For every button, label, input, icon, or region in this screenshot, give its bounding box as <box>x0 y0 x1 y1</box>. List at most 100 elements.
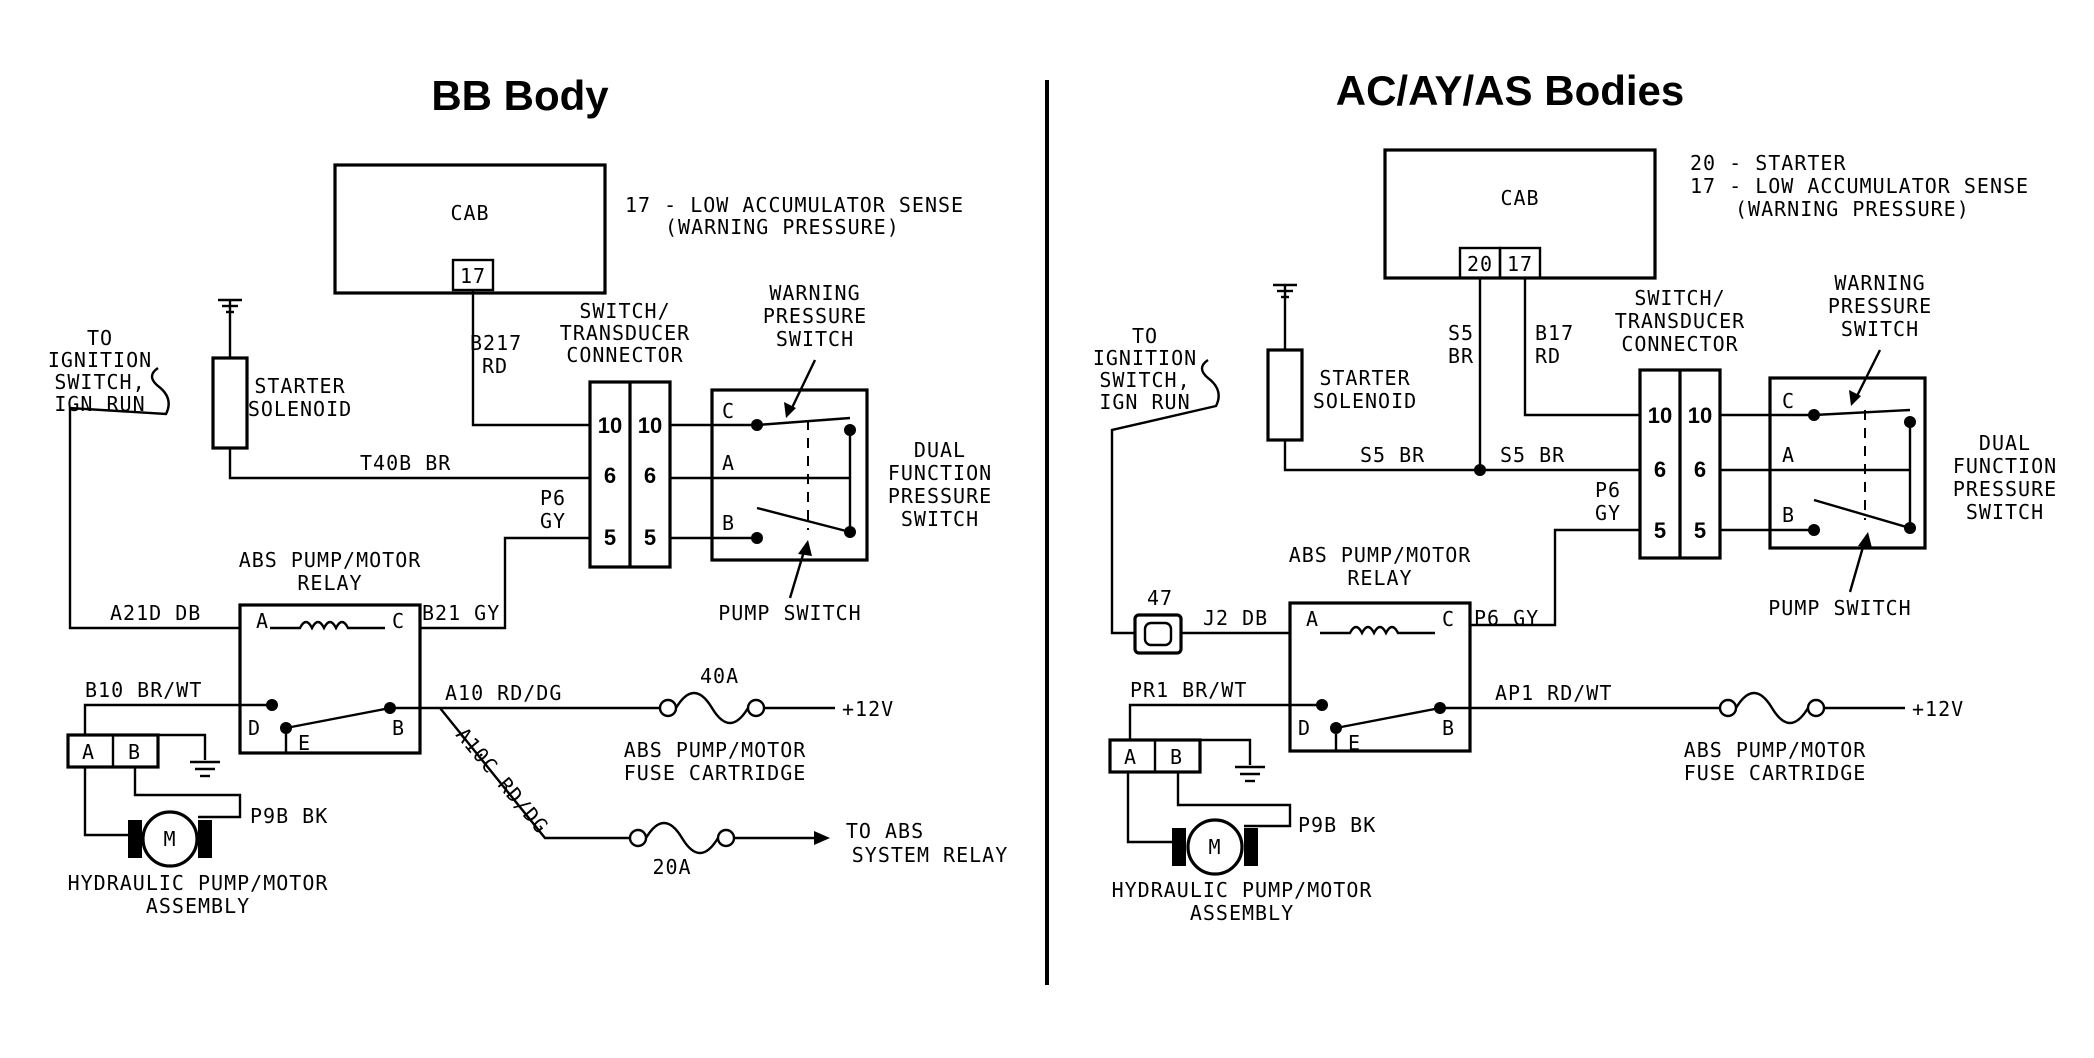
right-cab-note-1: 20 - STARTER <box>1690 151 1847 175</box>
right-splice-inner <box>1143 621 1173 647</box>
right-fuse-cart-2: FUSE CARTRIDGE <box>1684 761 1867 785</box>
right-wire-j2-label: J2 DB <box>1203 606 1268 630</box>
right-fuse-term2 <box>1806 698 1826 718</box>
right-pump-arrowhead <box>1858 532 1872 548</box>
left-wire-a10-label: A10 RD/DG <box>445 681 562 705</box>
left-pump-assy-1: HYDRAULIC PUMP/MOTOR <box>68 871 329 895</box>
right-relay-b: B <box>1442 716 1455 740</box>
left-relay-1: ABS PUMP/MOTOR <box>239 548 422 572</box>
left-fuse20-term2 <box>716 828 736 848</box>
left-pump-assy-2: ASSEMBLY <box>146 894 250 918</box>
left-ground-lead <box>158 733 207 760</box>
left-motor-brush-l <box>128 820 142 858</box>
right-splice-label: 47 <box>1147 586 1173 610</box>
right-starter-1: STARTER <box>1319 366 1410 390</box>
left-relay-dot-d <box>266 699 278 711</box>
right-cab-note-3: (WARNING PRESSURE) <box>1735 197 1970 221</box>
right-fuse-element <box>1734 691 1810 725</box>
right-conn-pin-5b: 5 <box>1694 518 1706 543</box>
right-cab-label: CAB <box>1500 186 1539 210</box>
left-fuse40-label: 40A <box>700 664 739 688</box>
right-warn-label-1: WARNING <box>1834 271 1925 295</box>
left-cab-pin: 17 <box>460 264 486 288</box>
right-sw-dot-b <box>1808 524 1820 536</box>
right-relay-coil <box>1320 625 1435 636</box>
right-warn-label-3: SWITCH <box>1841 317 1919 341</box>
left-conn-pin-10a: 10 <box>598 413 622 438</box>
left-conn-pin-6a: 6 <box>604 463 616 488</box>
right-relay-e: E <box>1348 731 1361 755</box>
left-relay-e: E <box>298 731 311 755</box>
left-ign-1: TO <box>87 326 113 350</box>
right-dual-1: DUAL <box>1979 431 2031 455</box>
right-conn-pin-6b: 6 <box>1694 457 1706 482</box>
left-pump-arrow <box>788 547 807 599</box>
right-motor-conn-a: A <box>1124 745 1137 769</box>
right-dual-3: PRESSURE <box>1953 477 2057 501</box>
left-conn-pin-5b: 5 <box>644 525 656 550</box>
left-wire-p9b: P9B BK <box>250 804 328 828</box>
right-wire-s5v-1: S5 <box>1448 321 1474 345</box>
left-conn-label-3: CONNECTOR <box>566 343 683 367</box>
right-conn-label-2: TRANSDUCER <box>1615 309 1745 333</box>
right-wire-p6gy: P6 GY <box>1474 606 1539 630</box>
right-motor-conn-b: B <box>1170 745 1183 769</box>
left-pump-switch-label: PUMP SWITCH <box>718 601 861 625</box>
panel-bb-body: BB Body CAB 17 17 - LOW ACCUMULATOR SENS… <box>48 72 1009 918</box>
right-relay-blade <box>1335 706 1441 730</box>
right-ign-2: IGNITION <box>1093 346 1197 370</box>
left-fuse20-element <box>644 821 720 855</box>
left-conn-label-2: TRANSDUCER <box>560 321 690 345</box>
left-v12: +12V <box>842 697 894 721</box>
right-relay-d: D <box>1298 716 1311 740</box>
right-splice-47 <box>1133 613 1183 655</box>
right-fuse-cart-1: ABS PUMP/MOTOR <box>1684 738 1867 762</box>
right-relay-2: RELAY <box>1347 566 1412 590</box>
right-conn-label-1: SWITCH/ <box>1634 286 1725 310</box>
left-ign-2: IGNITION <box>48 348 152 372</box>
left-fuse40-term2 <box>746 698 766 718</box>
right-sw-blade-top <box>1813 408 1911 417</box>
right-term-c: C <box>1782 389 1795 413</box>
left-relay-c: C <box>392 609 405 633</box>
left-cab-box <box>333 163 607 295</box>
right-wire-p6 <box>1470 528 1640 627</box>
left-fuse40-element <box>674 691 750 725</box>
left-sw-blade-bot <box>756 506 851 534</box>
right-wire-s5 <box>1283 440 1640 472</box>
left-starter-1: STARTER <box>254 374 345 398</box>
right-dual-4: SWITCH <box>1966 500 2044 524</box>
left-dual-3: PRESSURE <box>888 484 992 508</box>
right-motor-lead-a <box>1126 772 1172 844</box>
right-ign-4: IGN RUN <box>1099 390 1190 414</box>
left-wire-b217-2: RD <box>482 354 508 378</box>
left-cab-note-1: 17 - LOW ACCUMULATOR SENSE <box>625 193 964 217</box>
right-wire-b17-2: RD <box>1535 344 1561 368</box>
right-cab-note-2: 17 - LOW ACCUMULATOR SENSE <box>1690 174 2029 198</box>
left-relay-2: RELAY <box>297 571 362 595</box>
left-ign-3: SWITCH, <box>54 370 145 394</box>
right-pump-assy-1: HYDRAULIC PUMP/MOTOR <box>1112 878 1373 902</box>
left-relay-blade <box>285 706 391 730</box>
left-fuse20-label: 20A <box>652 855 691 879</box>
left-dual-switch-box <box>710 388 869 562</box>
right-wire-s5b: S5 BR <box>1500 443 1565 467</box>
right-dual-switch-box <box>1768 376 1927 550</box>
left-starter-2: SOLENOID <box>248 397 352 421</box>
right-conn-pin-10a: 10 <box>1648 403 1672 428</box>
left-wire-a21d-label: A21D DB <box>110 601 201 625</box>
right-cab-pin17-box <box>1498 246 1542 280</box>
right-conn-pin-10b: 10 <box>1688 403 1712 428</box>
right-motor <box>1186 818 1244 876</box>
right-conn-pin-5a: 5 <box>1654 518 1666 543</box>
left-wire-p6-2: GY <box>540 509 566 533</box>
left-conn-pin-6b: 6 <box>644 463 656 488</box>
left-wire-b217 <box>471 290 590 427</box>
left-motor-label: M <box>163 827 176 851</box>
right-motor-brush-l <box>1172 828 1186 866</box>
right-relay-c: C <box>1442 607 1455 631</box>
right-relay-a: A <box>1306 607 1319 631</box>
left-to-abs-2: SYSTEM RELAY <box>852 843 1009 867</box>
left-warn-label-2: PRESSURE <box>763 304 867 328</box>
